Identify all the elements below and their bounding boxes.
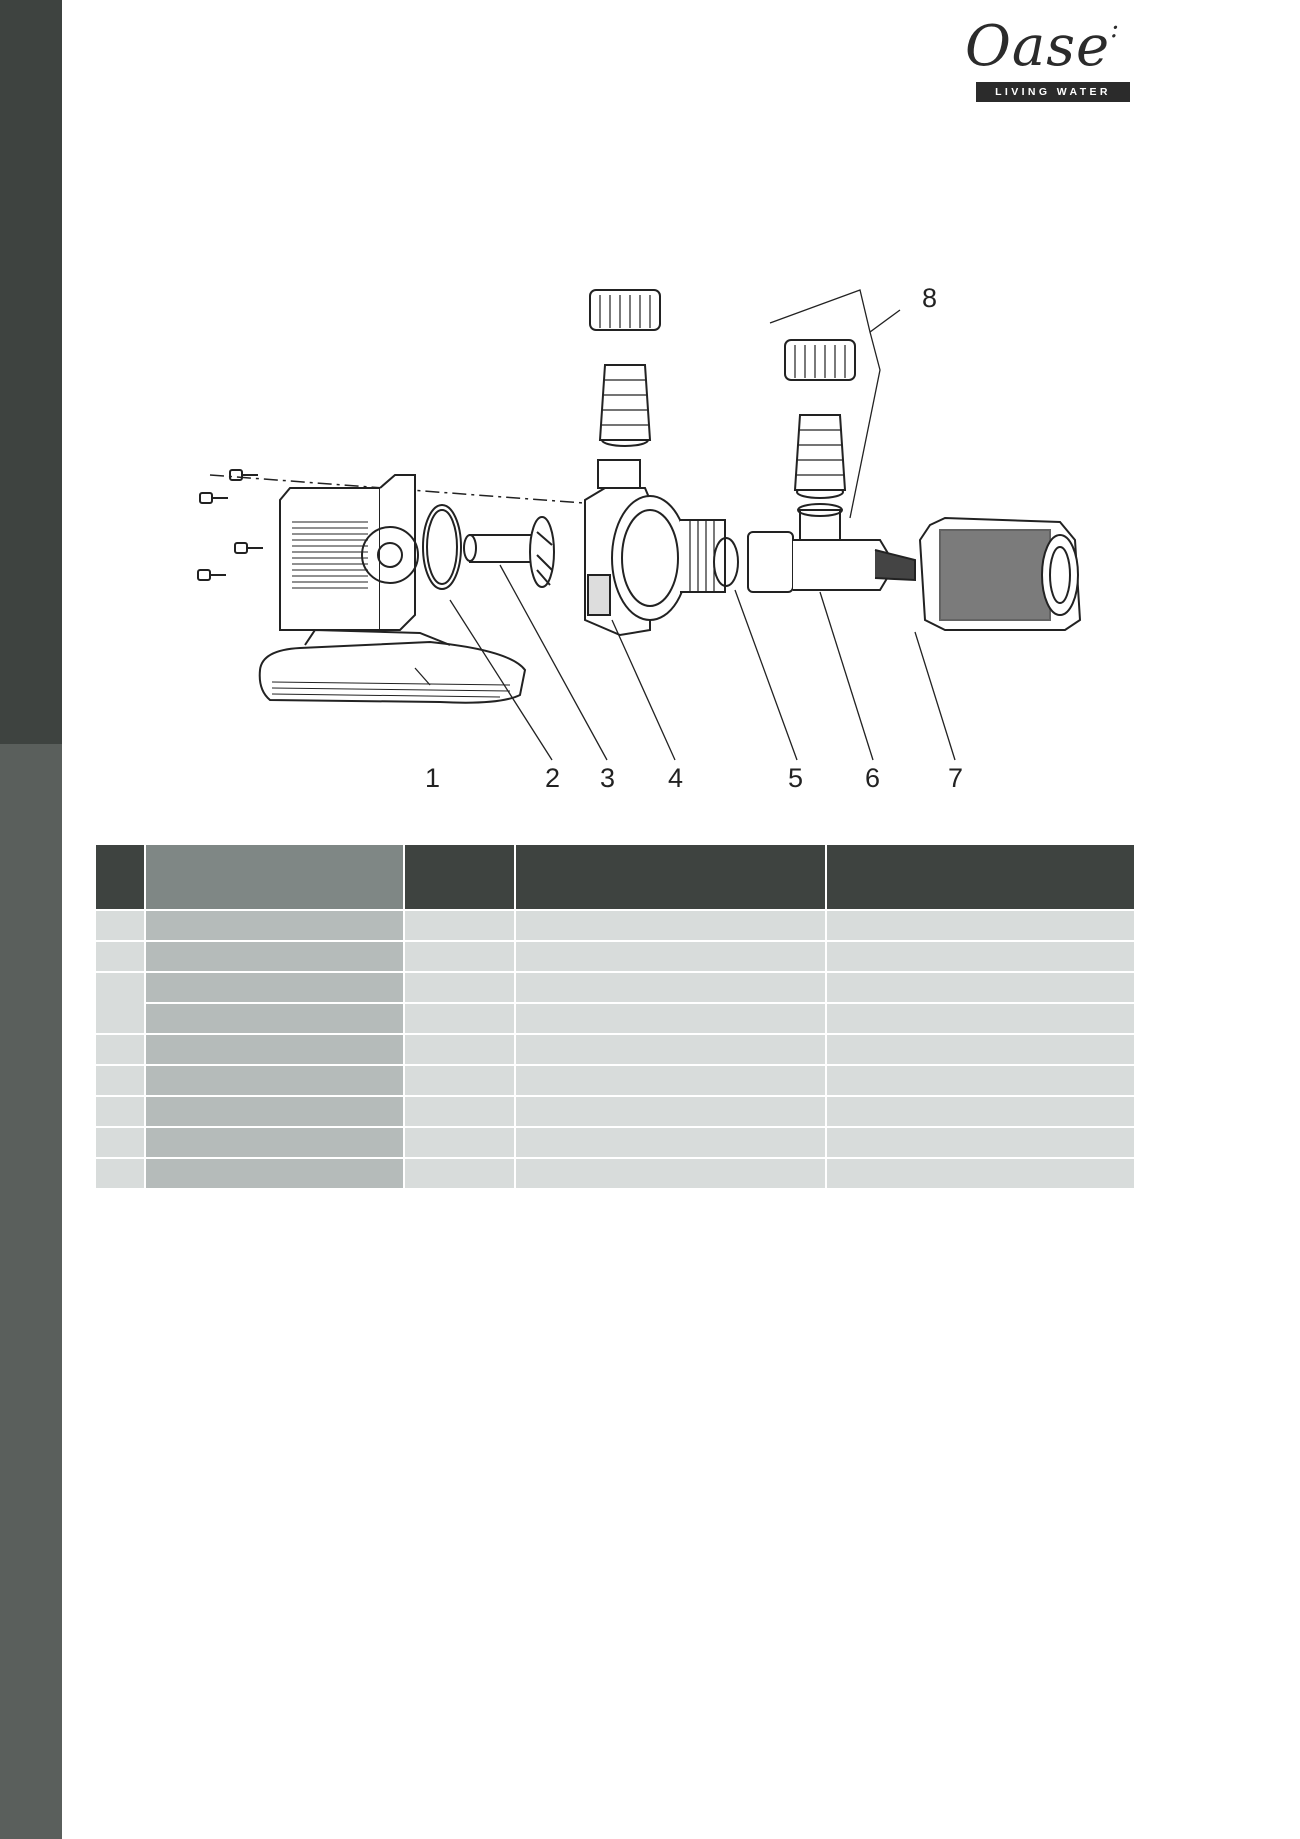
header-cell-name: [145, 845, 405, 911]
table-row: [96, 973, 1136, 1035]
callout-leaders: [414, 289, 956, 761]
brand-logo: Oase: LIVING WATER: [960, 14, 1160, 108]
header-cell-code: [827, 845, 1136, 911]
cell-qty: [404, 1066, 517, 1097]
cell-desc: [516, 1004, 828, 1035]
cell-no: [96, 911, 146, 942]
cell-name: [145, 911, 405, 942]
cell-code: [827, 1159, 1136, 1190]
sidebar-band-bottom: [0, 744, 62, 1839]
cell-qty: [404, 942, 517, 973]
cell-name: [145, 1097, 405, 1128]
table-row: [96, 1004, 1136, 1035]
table-row: [96, 1159, 1136, 1190]
cell-qty: [404, 911, 517, 942]
cell-desc: [516, 973, 828, 1004]
hose-tail-left: [589, 289, 661, 447]
motor-housing: [279, 474, 419, 631]
table-row: [96, 1066, 1136, 1097]
cell-code: [827, 973, 1136, 1004]
cell-code: [827, 911, 1136, 942]
cell-desc: [516, 1128, 828, 1159]
callout-1: 1: [425, 763, 441, 793]
callout-3: 3: [600, 763, 616, 793]
sidebar-band-top: [0, 0, 62, 744]
cell-desc: [516, 1066, 828, 1097]
cell-name: [145, 1159, 405, 1190]
exploded-view-diagram: 1 2 3 4 5 6 7 8: [180, 270, 1100, 800]
cell-qty: [404, 1097, 517, 1128]
pump-housing: [584, 459, 726, 637]
cell-name: [145, 1128, 405, 1159]
cell-name: [145, 942, 405, 973]
callout-2: 2: [545, 763, 561, 793]
header-cell-desc: [516, 845, 828, 911]
cell-code: [827, 1128, 1136, 1159]
cell-no: [96, 1097, 146, 1128]
brand-tagline: LIVING WATER: [976, 82, 1130, 102]
header-cell-qty: [404, 845, 517, 911]
callout-5: 5: [788, 763, 804, 793]
cell-code: [827, 1004, 1136, 1035]
cell-qty: [404, 1128, 517, 1159]
cell-desc: [516, 1159, 828, 1190]
cell-code: [827, 1066, 1136, 1097]
table-row: [96, 911, 1136, 942]
cell-desc: [516, 1035, 828, 1066]
cell-qty: [404, 1035, 517, 1066]
connector-piece: [747, 503, 916, 593]
cell-no: [96, 1066, 146, 1097]
table-row: [96, 942, 1136, 973]
callout-6: 6: [865, 763, 881, 793]
callout-7: 7: [948, 763, 964, 793]
cell-no: [96, 973, 146, 1035]
cell-qty: [404, 1159, 517, 1190]
cell-desc: [516, 942, 828, 973]
cell-name: [145, 1004, 405, 1035]
o-ring-small: [713, 537, 739, 587]
screw-parts: [197, 469, 263, 581]
cell-no: [96, 1128, 146, 1159]
header-cell-no: [96, 845, 146, 911]
brand-wordmark: Oase:: [965, 14, 1120, 79]
callout-4: 4: [668, 763, 684, 793]
exploded-view-drawing: [197, 289, 1082, 761]
base-cover: [258, 628, 527, 704]
cell-code: [827, 1035, 1136, 1066]
cell-qty: [404, 973, 517, 1004]
cell-code: [827, 1097, 1136, 1128]
cell-name: [145, 1066, 405, 1097]
cell-code: [827, 942, 1136, 973]
cell-no: [96, 942, 146, 973]
hose-tail-right: [784, 339, 856, 499]
filter-strainer: [918, 516, 1082, 631]
cell-no: [96, 1159, 146, 1190]
table-row: [96, 1097, 1136, 1128]
cell-name: [145, 973, 405, 1004]
callout-8: 8: [922, 283, 938, 313]
cell-no: [96, 1035, 146, 1066]
table-row: [96, 1128, 1136, 1159]
cell-desc: [516, 911, 828, 942]
o-ring-large: [422, 504, 462, 590]
cell-name: [145, 1035, 405, 1066]
table-row: [96, 1035, 1136, 1066]
table-header-row: [96, 845, 1136, 911]
cell-desc: [516, 1097, 828, 1128]
rotor-unit: [463, 516, 555, 588]
spare-parts-table: [96, 845, 1136, 1190]
cell-qty: [404, 1004, 517, 1035]
